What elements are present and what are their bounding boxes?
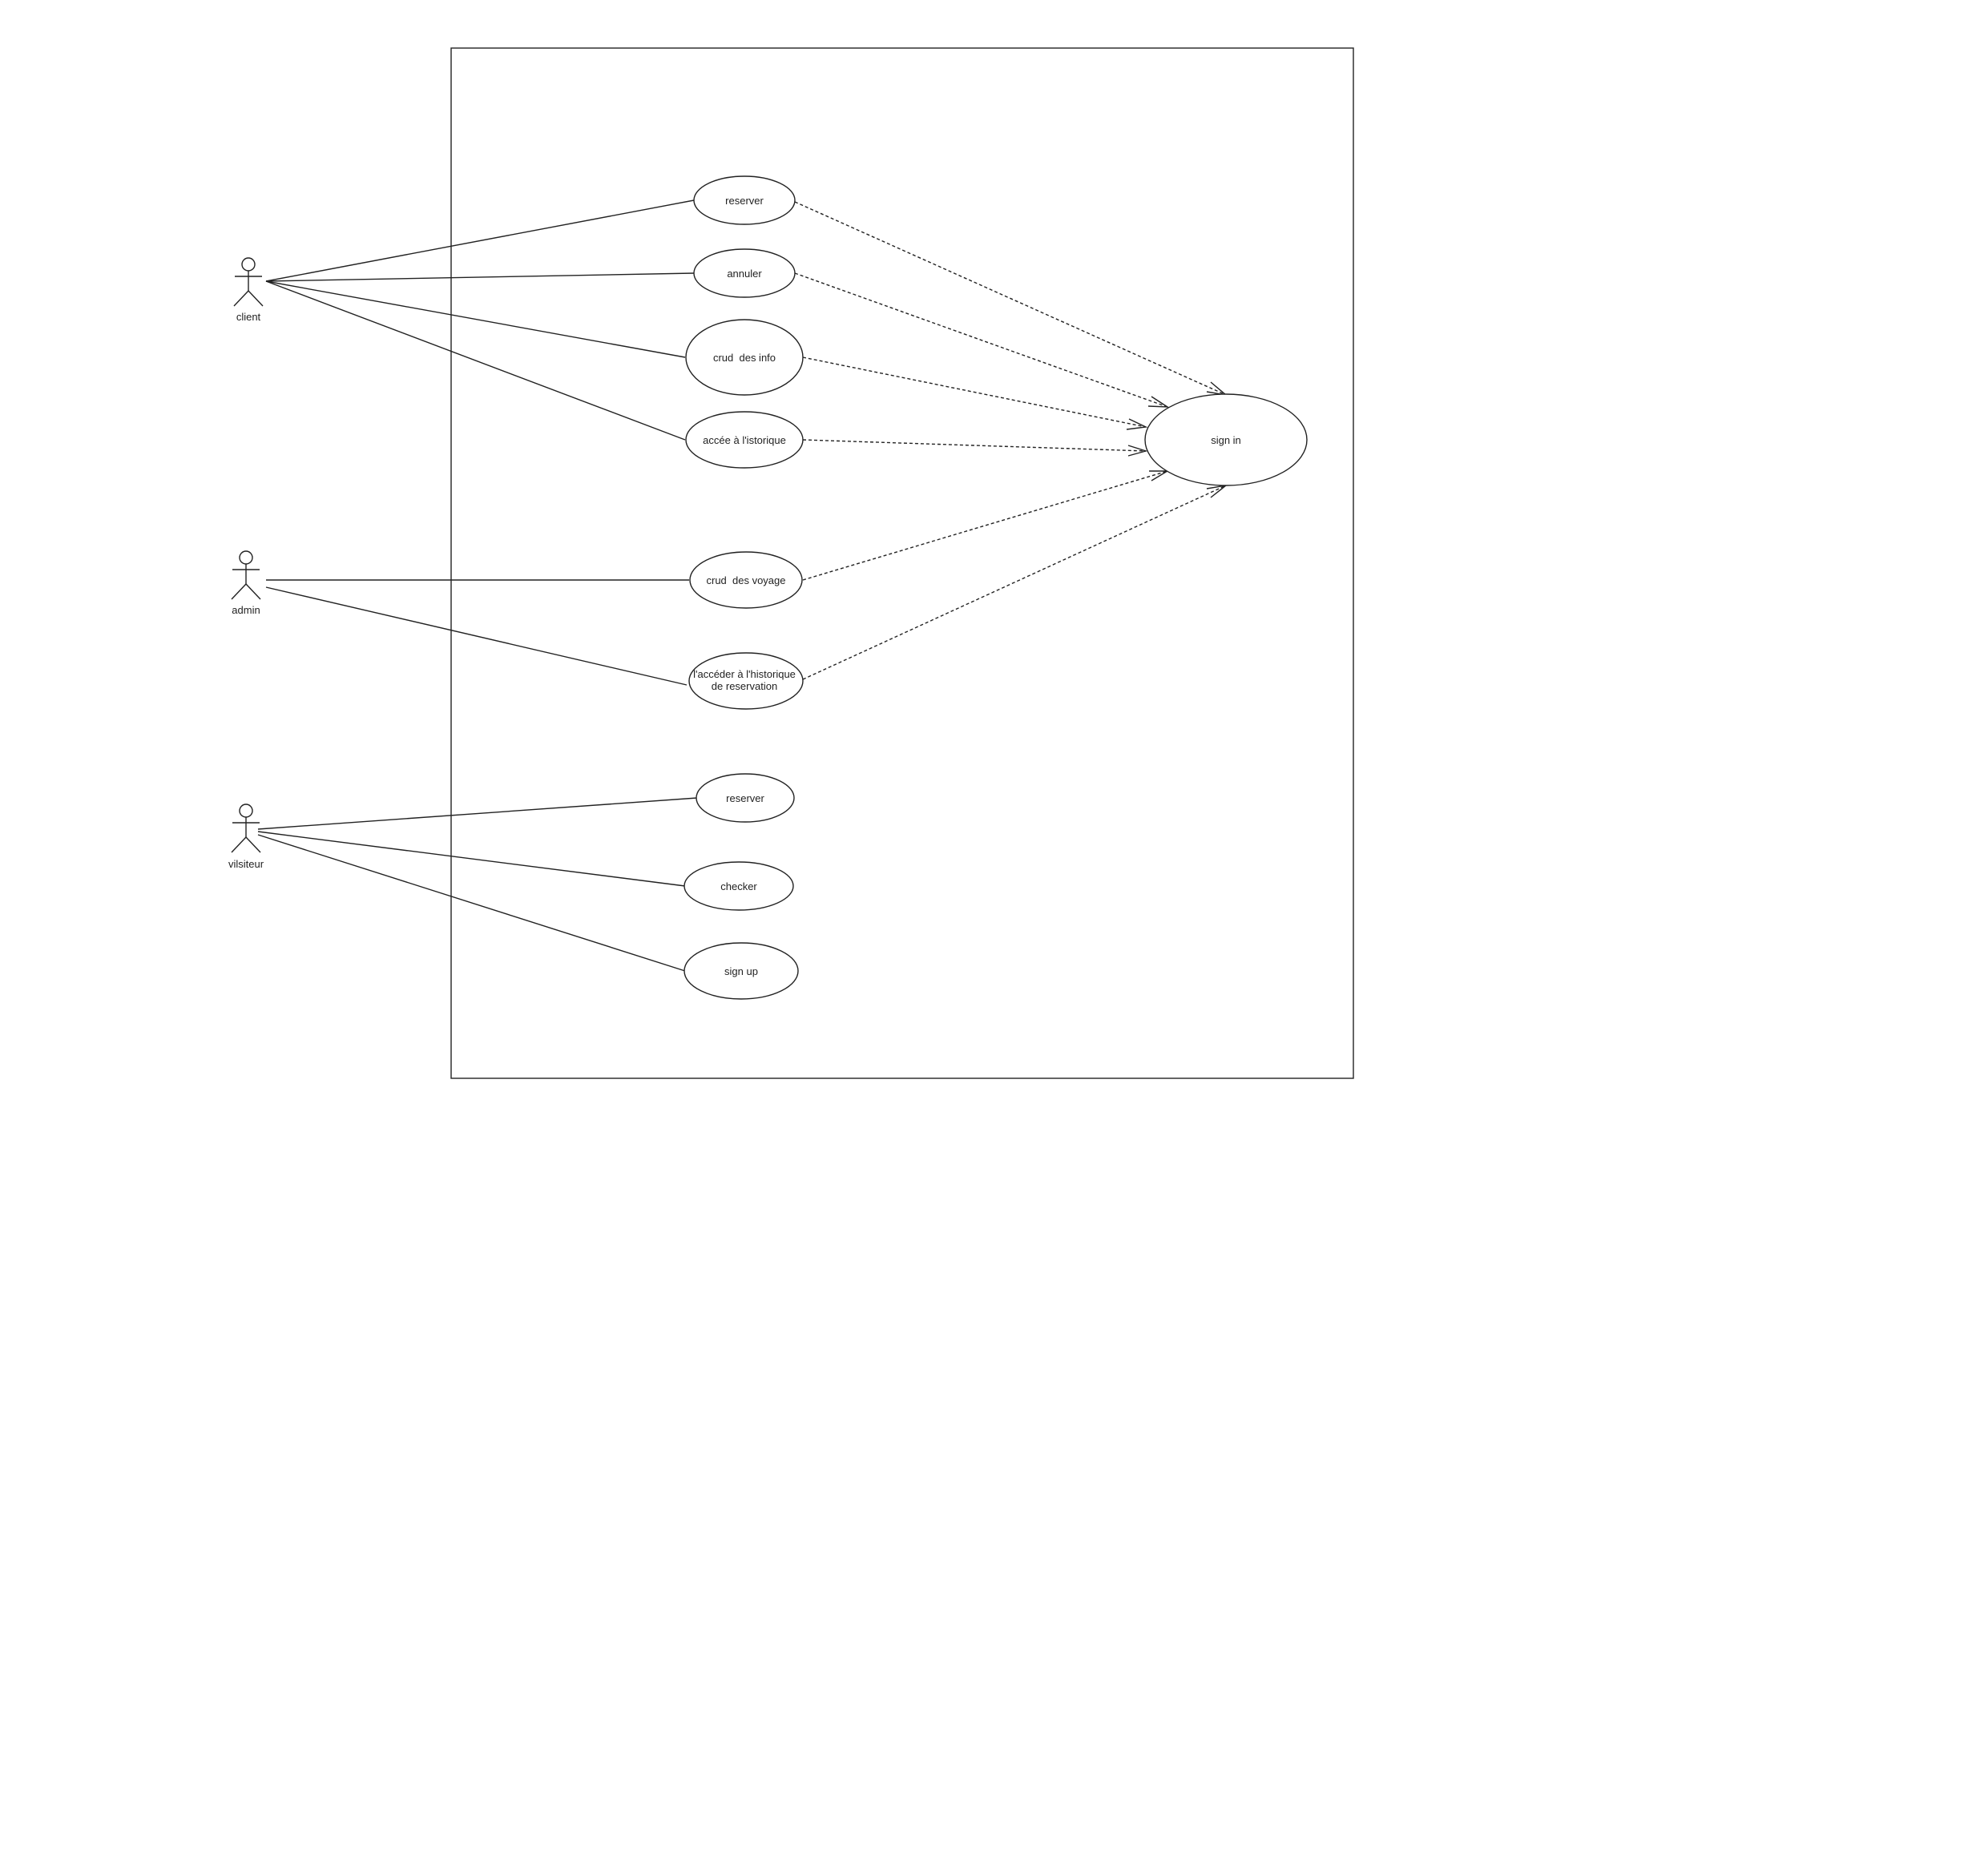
use-case-label: sign up	[724, 965, 758, 977]
use-case-acces-historique: accée à l'istorique	[685, 411, 804, 469]
use-case-crud-voyage: crud des voyage	[689, 551, 803, 609]
association-visiteur-checker	[257, 831, 686, 887]
dependency-crud-info-sign-in	[802, 356, 1148, 430]
system-boundary	[450, 47, 1354, 1079]
use-case-label: de reservation	[712, 680, 777, 692]
use-case-annuler: annuler	[693, 248, 796, 298]
stick-figure-icon	[233, 257, 264, 307]
use-case-label: sign in	[1211, 434, 1241, 446]
use-case-historique-reservation: l'accéder à l'historique de reservation	[688, 652, 804, 710]
dependency-historique-reservation-sign-in	[802, 485, 1227, 680]
association-client-acces-historique	[265, 280, 686, 441]
actor-label: vilsiteur	[228, 858, 264, 870]
stick-figure-icon	[231, 804, 261, 853]
association-visiteur-reserver	[257, 797, 698, 830]
association-client-crud-info	[265, 280, 686, 358]
use-case-label: crud des info	[713, 352, 776, 364]
use-case-reserver-visiteur: reserver	[696, 773, 795, 823]
actor-client: client	[233, 257, 264, 323]
actor-visiteur: vilsiteur	[228, 804, 264, 870]
association-client-reserver	[265, 199, 695, 282]
dependency-reserver-sign-in	[794, 201, 1228, 397]
use-case-label: reserver	[726, 792, 764, 804]
use-case-label: l'accéder à l'historique	[693, 668, 796, 680]
actor-label: admin	[232, 604, 260, 616]
actor-admin: admin	[231, 550, 261, 616]
use-case-label: checker	[720, 880, 757, 892]
use-case-sign-in: sign in	[1144, 393, 1308, 486]
association-admin-historique-reservation	[265, 586, 688, 686]
actor-label: client	[236, 311, 261, 323]
use-case-crud-info: crud des info	[685, 319, 804, 396]
association-client-annuler	[265, 272, 695, 282]
use-case-label: crud des voyage	[706, 574, 785, 586]
stick-figure-icon	[231, 550, 261, 600]
use-case-label: accée à l'istorique	[703, 434, 786, 446]
dependency-annuler-sign-in	[794, 272, 1170, 408]
use-case-reserver-client: reserver	[693, 175, 796, 225]
use-case-label: annuler	[727, 268, 762, 280]
use-case-label: reserver	[725, 195, 764, 207]
use-case-checker: checker	[684, 861, 794, 911]
dependency-acces-historique-sign-in	[802, 439, 1148, 457]
use-case-sign-up: sign up	[684, 942, 799, 1000]
dependency-crud-voyage-sign-in	[802, 470, 1170, 581]
association-visiteur-sign-up	[257, 834, 686, 972]
